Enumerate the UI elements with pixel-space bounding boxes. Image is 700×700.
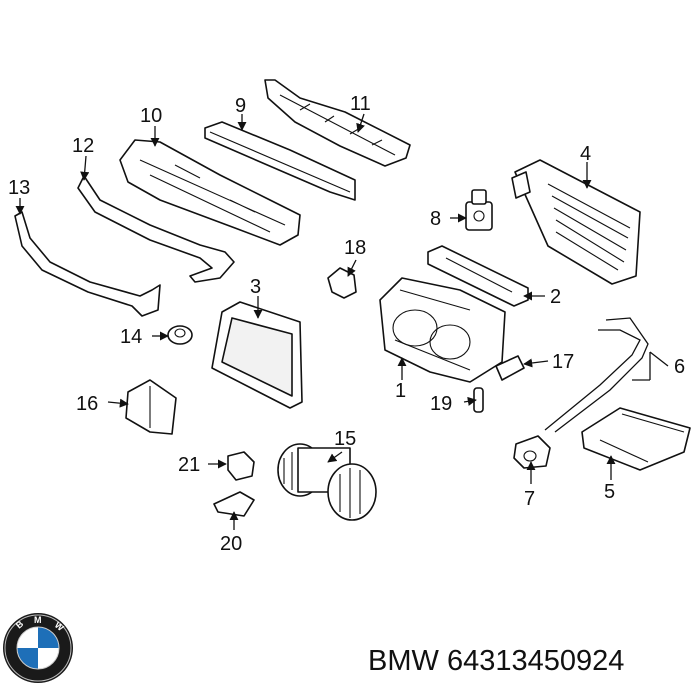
- callout-6: 6: [674, 356, 685, 378]
- callout-17: 17: [552, 351, 574, 373]
- callout-21: 21: [178, 454, 200, 476]
- brand-name: BMW: [368, 645, 439, 677]
- part-12-gasket: [77, 175, 235, 283]
- callout-18: 18: [344, 237, 366, 259]
- part-number-caption: BMW 64313450924: [368, 645, 624, 678]
- part-13-long-seal: [14, 211, 161, 317]
- part-4-evaporator: [511, 159, 641, 285]
- callout-10: 10: [140, 105, 162, 127]
- callout-19: 19: [430, 393, 452, 415]
- callout-16: 16: [76, 393, 98, 415]
- callout-9: 9: [235, 95, 246, 117]
- callout-2: 2: [550, 286, 561, 308]
- part-5-control-unit: [581, 407, 691, 471]
- callout-14: 14: [120, 326, 142, 348]
- part-17-clip: [495, 355, 525, 381]
- part-9-seal-strip: [204, 121, 356, 201]
- part-14-grommet: [167, 325, 193, 345]
- part-3-gasket-frame: [211, 301, 303, 409]
- bmw-logo-icon: B M W: [3, 613, 73, 683]
- part-15-blower-motor: [277, 443, 377, 521]
- part-18-bracket: [327, 267, 357, 299]
- part-number: 64313450924: [446, 645, 625, 677]
- callout-13: 13: [8, 177, 30, 199]
- svg-text:M: M: [34, 615, 42, 625]
- callout-20: 20: [220, 533, 242, 555]
- callout-3: 3: [250, 276, 261, 298]
- part-20-actuator: [213, 491, 255, 517]
- callout-numbers: 1 2 3 4 5 6 7 8 9 10 11 12 13 14 15 16 1…: [8, 93, 685, 555]
- callout-15: 15: [334, 428, 356, 450]
- callout-1: 1: [395, 380, 406, 402]
- callout-8: 8: [430, 208, 441, 230]
- leader-lines: [15, 113, 669, 530]
- callout-12: 12: [72, 135, 94, 157]
- part-16-shell: [125, 379, 177, 435]
- callout-4: 4: [580, 143, 591, 165]
- callout-7: 7: [524, 488, 535, 510]
- part-8-expansion-valve: [465, 189, 493, 231]
- part-6-pipes: [544, 317, 649, 433]
- callout-11: 11: [350, 93, 371, 115]
- part-1-heater-housing: [379, 277, 506, 383]
- callout-5: 5: [604, 481, 615, 503]
- part-11-cowl-strip: [264, 79, 411, 167]
- svg-text:B: B: [14, 618, 26, 630]
- part-7-sensor: [513, 435, 551, 469]
- part-21-connector: [227, 451, 255, 481]
